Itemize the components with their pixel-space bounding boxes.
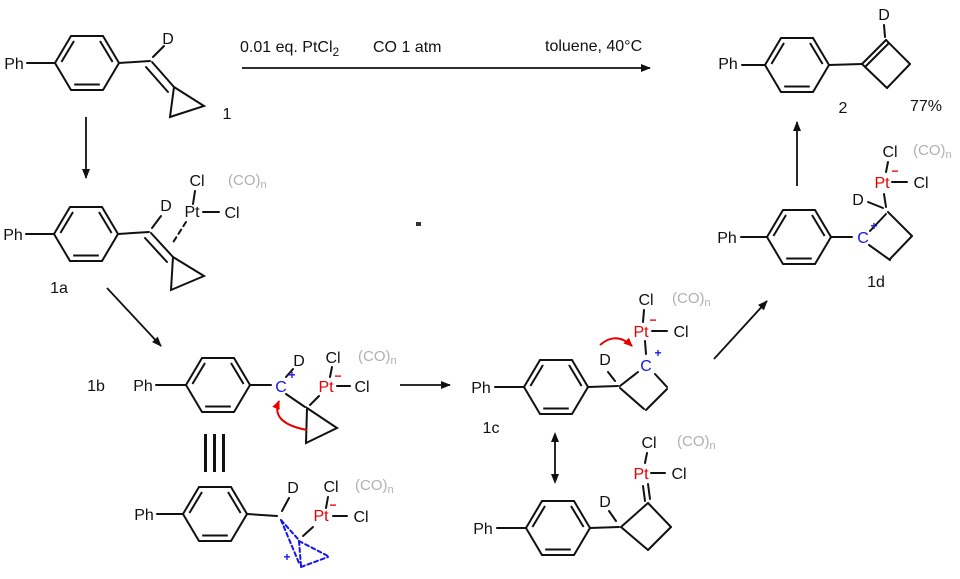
deuterium-label: D bbox=[162, 31, 174, 48]
chlorine-label: Cl bbox=[673, 324, 688, 341]
minus-charge: − bbox=[649, 313, 656, 327]
platinum-label: Pt bbox=[874, 175, 890, 192]
compound-1a-label: 1a bbox=[50, 280, 68, 297]
yield-label: 77% bbox=[910, 98, 942, 115]
bonds bbox=[494, 309, 668, 411]
carbocation-label: C bbox=[857, 230, 869, 247]
solvent-label: toluene, 40°C bbox=[545, 38, 642, 55]
minus-charge: − bbox=[334, 369, 341, 383]
deuterium-label: D bbox=[599, 494, 611, 511]
structure-1b-delocalized: Ph D + Pt − Cl Cl (CO)n bbox=[134, 477, 394, 568]
chlorine-label: Cl bbox=[671, 466, 686, 483]
resonance-arrow bbox=[551, 432, 559, 484]
minus-charge: − bbox=[329, 498, 336, 512]
phenyl-label: Ph bbox=[718, 56, 738, 73]
deuterium-label: D bbox=[599, 352, 611, 369]
chlorine-label: Cl bbox=[353, 509, 368, 526]
chlorine-label: Cl bbox=[641, 435, 656, 452]
compound-2-label: 2 bbox=[839, 100, 848, 117]
arrow-1a-to-1b bbox=[106, 287, 162, 347]
structure-2: Ph D 2 77% bbox=[718, 7, 942, 117]
benzene-ring bbox=[185, 357, 251, 413]
delocalized-dashed-bonds bbox=[280, 519, 329, 568]
chlorine-label: Cl bbox=[638, 292, 653, 309]
curved-electron-arrow bbox=[272, 400, 308, 431]
plus-charge: + bbox=[288, 368, 295, 382]
compound-1c-label: 1c bbox=[483, 420, 500, 437]
curved-electron-arrow bbox=[599, 337, 633, 347]
chlorine-label: Cl bbox=[882, 144, 897, 161]
benzene-ring bbox=[182, 486, 248, 542]
arrow-1c-to-1d bbox=[713, 300, 768, 360]
chlorine-label: Cl bbox=[354, 379, 369, 396]
platinum-label: Pt bbox=[313, 508, 329, 525]
phenyl-label: Ph bbox=[133, 378, 153, 395]
carbocation-label: C bbox=[275, 379, 287, 396]
chlorine-label: Cl bbox=[323, 479, 338, 496]
reaction-conditions: 0.01 eq. PtCl2 CO 1 atm toluene, 40°C bbox=[240, 38, 651, 72]
structure-1d: Ph C + D Pt − Cl Cl (CO)n 1d bbox=[717, 142, 951, 291]
phenyl-label: Ph bbox=[473, 521, 493, 538]
bonds bbox=[496, 452, 672, 551]
deuterium-label: D bbox=[287, 480, 299, 497]
structure-1b: 1b Ph C + D Pt − Cl Cl (CO)n bbox=[87, 348, 397, 445]
benzene-ring bbox=[764, 37, 830, 93]
phenyl-label: Ph bbox=[471, 380, 491, 397]
structure-1c-carbene: Ph D Pt Cl Cl (CO)n bbox=[473, 433, 716, 556]
platinum-label: Pt bbox=[318, 379, 334, 396]
co-ligand-label: (CO)n bbox=[913, 142, 952, 161]
deuterium-label: D bbox=[852, 192, 864, 209]
minus-charge: − bbox=[891, 164, 898, 178]
bonds bbox=[740, 161, 913, 261]
benzene-ring bbox=[525, 500, 591, 556]
gas-label: CO 1 atm bbox=[373, 39, 441, 56]
phenyl-label: Ph bbox=[717, 230, 737, 247]
co-ligand-label: (CO)n bbox=[228, 172, 267, 191]
benzene-ring bbox=[766, 209, 832, 265]
deuterium-label: D bbox=[293, 353, 305, 370]
compound-1b-label: 1b bbox=[87, 378, 105, 395]
structure-1a: Ph D Pt Cl Cl (CO)n 1a bbox=[3, 172, 266, 297]
co-ligand-label: (CO)n bbox=[358, 348, 397, 367]
phenyl-label: Ph bbox=[3, 227, 23, 244]
platinum-label: Pt bbox=[633, 324, 649, 341]
bonds bbox=[25, 190, 220, 292]
benzene-ring bbox=[523, 359, 589, 415]
chlorine-label: Cl bbox=[224, 205, 239, 222]
catalyst-label: 0.01 eq. PtCl2 bbox=[240, 39, 340, 59]
phenyl-label: Ph bbox=[4, 56, 24, 73]
deuterium-label: D bbox=[878, 7, 890, 24]
platinum-label: Pt bbox=[184, 204, 200, 221]
chlorine-label: Cl bbox=[189, 173, 204, 190]
carbocation-label: C bbox=[640, 358, 652, 375]
platinum-label: Pt bbox=[633, 466, 649, 483]
plus-charge: + bbox=[870, 219, 877, 233]
equivalence-symbol bbox=[204, 434, 225, 472]
compound-1-label: 1 bbox=[223, 106, 232, 123]
bonds bbox=[741, 24, 911, 89]
co-ligand-label: (CO)n bbox=[672, 290, 711, 309]
compound-1d-label: 1d bbox=[867, 274, 885, 291]
bonds bbox=[156, 496, 348, 537]
plus-charge: + bbox=[283, 550, 290, 564]
bonds bbox=[26, 45, 207, 119]
co-ligand-label: (CO)n bbox=[355, 477, 394, 496]
chlorine-label: Cl bbox=[913, 175, 928, 192]
benzene-ring bbox=[53, 206, 119, 262]
deuterium-label: D bbox=[160, 198, 172, 215]
chlorine-label: Cl bbox=[325, 350, 340, 367]
phenyl-label: Ph bbox=[134, 507, 154, 524]
benzene-ring bbox=[54, 35, 120, 91]
co-ligand-label: (CO)n bbox=[677, 433, 716, 452]
plus-charge: + bbox=[654, 346, 661, 360]
structure-1c: Ph D C + Pt − Cl Cl (CO)n 1c bbox=[471, 290, 710, 437]
bonds bbox=[155, 366, 351, 445]
structure-1: Ph D 1 bbox=[4, 31, 231, 123]
stray-dot bbox=[416, 222, 421, 226]
